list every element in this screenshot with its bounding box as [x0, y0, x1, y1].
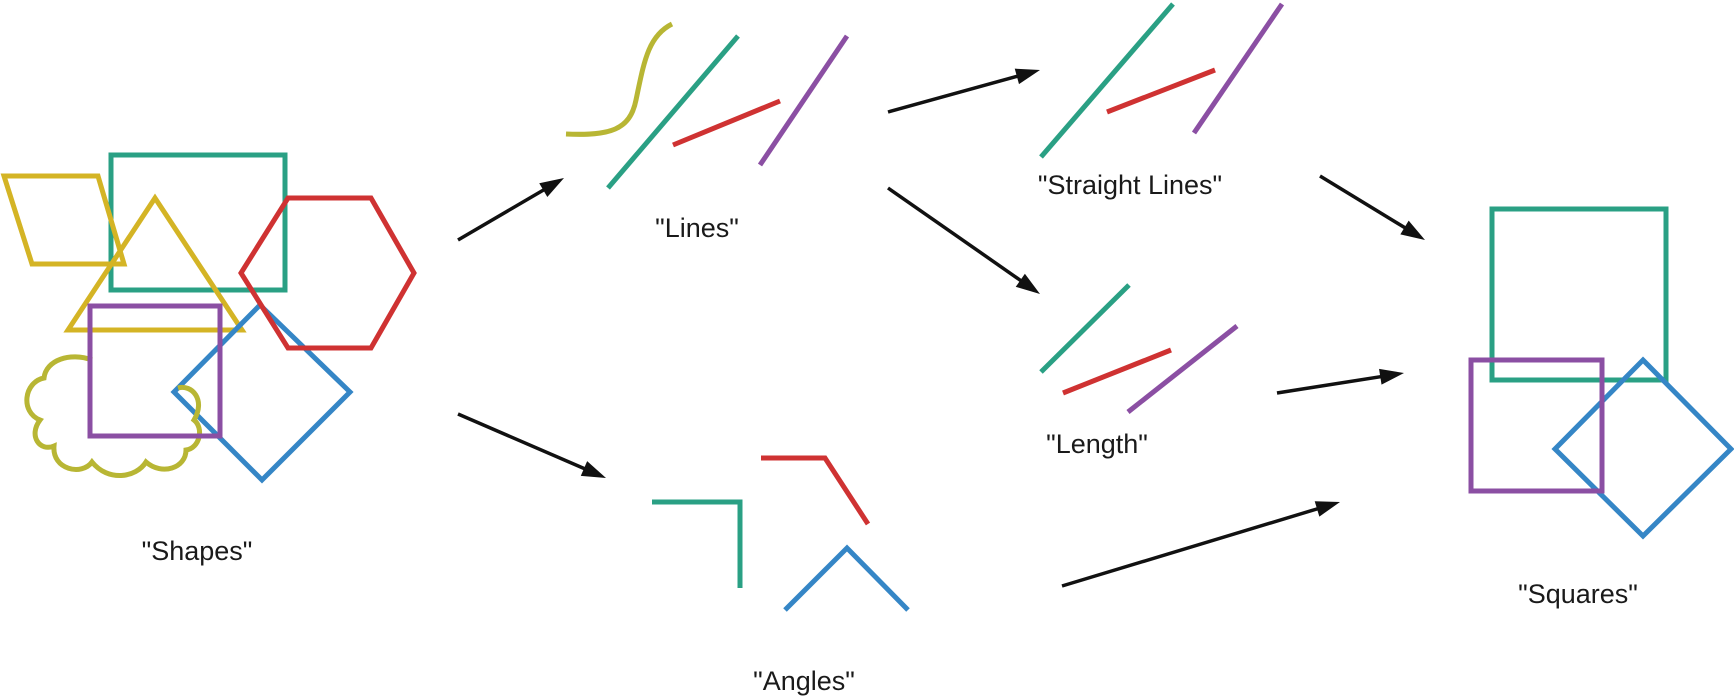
red-straight-line	[1106, 67, 1216, 115]
angles-label: "Angles"	[753, 666, 855, 696]
length-cluster: "Length"	[1039, 283, 1239, 459]
purple-straight-line	[1191, 2, 1285, 135]
arrow-angles-to-squares	[1061, 501, 1340, 588]
yellow-triangle	[63, 193, 247, 333]
arrow-lines-to-length-head	[1015, 273, 1040, 294]
arrow-shapes-to-lines-head	[539, 178, 564, 198]
olive-curved-line	[565, 21, 674, 137]
red-hexagon	[238, 195, 417, 351]
angles-cluster: "Angles"	[652, 455, 910, 696]
green-length-line	[1039, 283, 1131, 374]
purple-square	[87, 303, 223, 439]
arrow-straight-lines-to-squares-shaft	[1319, 174, 1408, 231]
arrow-lines-to-straight-lines	[887, 68, 1040, 114]
green-line	[606, 34, 740, 190]
length-label: "Length"	[1046, 429, 1148, 459]
yellow-parallelogram	[0, 173, 128, 267]
green-straight-line	[1039, 2, 1175, 159]
green-right-angle	[652, 499, 743, 588]
arrow-shapes-to-lines-shaft	[457, 187, 546, 242]
blue-diamond	[170, 301, 354, 484]
red-length-line	[1062, 347, 1172, 396]
lines-label: "Lines"	[655, 213, 739, 243]
red-line	[672, 98, 781, 148]
shapes-cluster: "Shapes"	[0, 152, 417, 566]
squares-cluster: "Squares"	[1468, 206, 1734, 609]
arrow-length-to-squares-head	[1379, 368, 1404, 385]
arrow-shapes-to-angles-shaft	[457, 412, 587, 471]
arrow-angles-to-squares-shaft	[1061, 506, 1320, 588]
arrow-straight-lines-to-squares	[1319, 174, 1425, 240]
red-obtuse-angle	[761, 455, 871, 526]
shapes-label: "Shapes"	[142, 536, 253, 566]
arrow-lines-to-length-shaft	[886, 186, 1023, 283]
arrows	[457, 68, 1425, 588]
arrow-length-to-squares-shaft	[1276, 374, 1383, 395]
purple-length-line	[1126, 324, 1239, 414]
blue-diamond-square	[1551, 356, 1734, 540]
arrow-straight-lines-to-squares-head	[1400, 220, 1425, 240]
purple-square-2	[1468, 357, 1605, 494]
arrow-lines-to-straight-lines-shaft	[887, 74, 1020, 114]
arrow-lines-to-length	[886, 186, 1040, 294]
arrow-shapes-to-angles	[457, 412, 606, 478]
arrow-length-to-squares	[1276, 368, 1404, 395]
green-square	[1489, 206, 1669, 383]
lines-cluster: "Lines"	[565, 21, 850, 243]
purple-line	[757, 34, 850, 167]
blue-acute-angle	[783, 544, 910, 612]
arrow-angles-to-squares-head	[1314, 501, 1340, 517]
arrow-lines-to-straight-lines-head	[1014, 68, 1040, 85]
arrow-shapes-to-angles-head	[580, 461, 606, 478]
squares-label: "Squares"	[1518, 579, 1638, 609]
straight-lines-cluster: "Straight Lines"	[1038, 2, 1285, 200]
olive-cloud	[24, 354, 203, 478]
arrow-shapes-to-lines	[457, 178, 564, 242]
straight-lines-label: "Straight Lines"	[1038, 170, 1222, 200]
